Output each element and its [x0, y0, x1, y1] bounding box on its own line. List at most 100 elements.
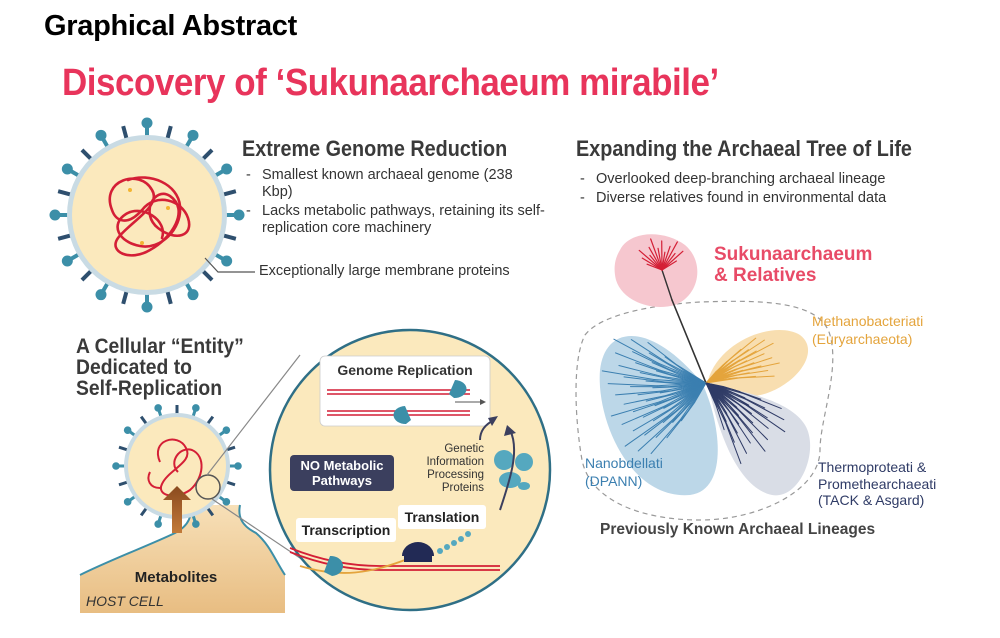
tack-asgard-clade-bg — [708, 385, 811, 496]
tree-bullet-2: Diverse relatives found in environmental… — [580, 190, 960, 207]
spike-knob — [123, 498, 132, 506]
spike-knob — [192, 520, 200, 528]
spike-knob — [123, 426, 132, 434]
spike-knob — [112, 462, 120, 470]
known-lineages-label: Previously Known Archaeal Lineages — [600, 521, 875, 538]
euryarchaeota-clade-bg — [708, 330, 809, 397]
tree-branch — [645, 380, 677, 384]
tree-branch — [739, 375, 775, 379]
tree-branch — [630, 339, 669, 364]
graphical-abstract-heading: Graphical Abstract — [44, 10, 297, 42]
tree-branch — [650, 238, 663, 271]
polymerase-icon-top — [449, 380, 467, 399]
promethearchaeati-label: Promethearchaeati — [818, 476, 936, 492]
spike-knob — [95, 129, 107, 141]
nanobdellati-label: Nanobdellati — [585, 455, 663, 471]
tree-branch — [729, 337, 757, 360]
membrane-spike — [57, 233, 73, 241]
tree-branch — [661, 245, 671, 271]
tree-branch — [637, 390, 673, 396]
spike-knob — [154, 520, 162, 528]
tree-branches — [601, 238, 786, 465]
host-cell-label: HOST CELL — [86, 593, 164, 609]
spike-knob — [222, 498, 231, 506]
spike-knob — [95, 289, 107, 301]
main-title: Discovery of ‘Sukunaarchaeum mirabile’ — [62, 62, 719, 104]
tree-branch — [661, 260, 677, 271]
zoom-line-top — [206, 354, 301, 476]
genome-replication-box — [319, 355, 491, 427]
spike-knob — [49, 209, 61, 221]
tree-branch — [745, 398, 785, 421]
spike-knob — [187, 289, 199, 301]
tree-branch — [724, 421, 742, 465]
spike-knob — [187, 129, 199, 141]
tree-branch — [615, 390, 662, 396]
no-metabolic-label-1: NO Metabolic — [300, 458, 383, 473]
tree-branch — [618, 365, 663, 377]
gip-label-1: Genetic — [444, 443, 484, 455]
translation-label: Translation — [405, 509, 480, 525]
membrane-spike — [221, 189, 237, 197]
tree-bullets: Overlooked deep-branching archaeal linea… — [580, 171, 960, 209]
entity-line-3: Self-Replication — [76, 377, 223, 400]
thermoproteati-label: Thermoproteati & — [818, 459, 927, 475]
membrane-spike — [165, 125, 173, 141]
tree-branch — [648, 352, 678, 370]
membrane-spike — [121, 125, 129, 141]
tree-branch — [632, 351, 670, 370]
rna-polymerase-icon — [324, 555, 344, 576]
tree-branch — [623, 376, 666, 383]
tree-branch — [727, 416, 748, 454]
cellular-entity-heading: A Cellular “Entity” Dedicated to Self-Re… — [76, 336, 244, 399]
genome-reduction-title: Extreme Genome Reduction — [242, 136, 508, 161]
spike-knob — [221, 255, 233, 267]
tree-branch — [657, 247, 663, 271]
peptide-chain-icon — [437, 531, 471, 554]
ribosome-icon — [402, 542, 434, 556]
tree-branch — [737, 403, 769, 429]
small-cell-genome-icon — [156, 438, 203, 497]
tree-branch — [735, 393, 766, 409]
membrane-spike — [221, 233, 237, 241]
sukunaarchaeum-clade-bg — [614, 234, 698, 308]
tree-branch — [705, 377, 741, 384]
known-lineages-boundary — [575, 300, 834, 521]
tree-branch — [746, 404, 786, 433]
tree-branch — [650, 419, 681, 455]
spike-knob — [192, 404, 200, 412]
membrane-pointer-line — [204, 257, 255, 273]
tree-branch — [623, 395, 667, 405]
spike-knob — [141, 117, 153, 129]
tree-branch — [733, 339, 765, 361]
membrane-spike — [200, 268, 214, 282]
tree-branch — [632, 398, 671, 413]
circular-genome-icon — [108, 176, 191, 257]
genome-bullets: Smallest known archaeal genome (238 Kbp)… — [246, 167, 546, 239]
tree-branch — [601, 370, 655, 381]
genome-bullet-1: Smallest known archaeal genome (238 Kbp) — [246, 167, 546, 201]
tree-branch — [705, 382, 717, 407]
tree-branch — [637, 418, 675, 452]
tree-branch — [661, 269, 673, 301]
membrane-proteins-label: Exceptionally large membrane proteins — [259, 263, 510, 279]
tree-branch — [736, 369, 769, 376]
entity-line-1: A Cellular “Entity” — [76, 335, 244, 358]
tree-branch — [729, 406, 753, 434]
tree-of-life-title: Expanding the Archaeal Tree of Life — [576, 136, 912, 161]
genome-bullet-2: Lacks metabolic pathways, retaining its … — [246, 203, 546, 237]
membrane-spike — [80, 148, 94, 162]
zoom-focus-circle — [195, 474, 221, 500]
tree-bullet-1: Overlooked deep-branching archaeal linea… — [580, 171, 960, 188]
cell-cytoplasm — [72, 140, 222, 290]
membrane-spike — [200, 148, 214, 162]
spike-knob — [234, 462, 242, 470]
tree-branch — [642, 401, 677, 418]
tree-branch — [715, 405, 725, 431]
tree-branch — [613, 338, 660, 364]
spike-knob — [233, 209, 245, 221]
tree-branch — [736, 398, 768, 419]
tree-branch — [624, 416, 668, 447]
phylogenetic-tree: Sukunaarchaeum & Relatives Methanobacter… — [575, 234, 936, 538]
transcription-label: Transcription — [302, 522, 391, 538]
